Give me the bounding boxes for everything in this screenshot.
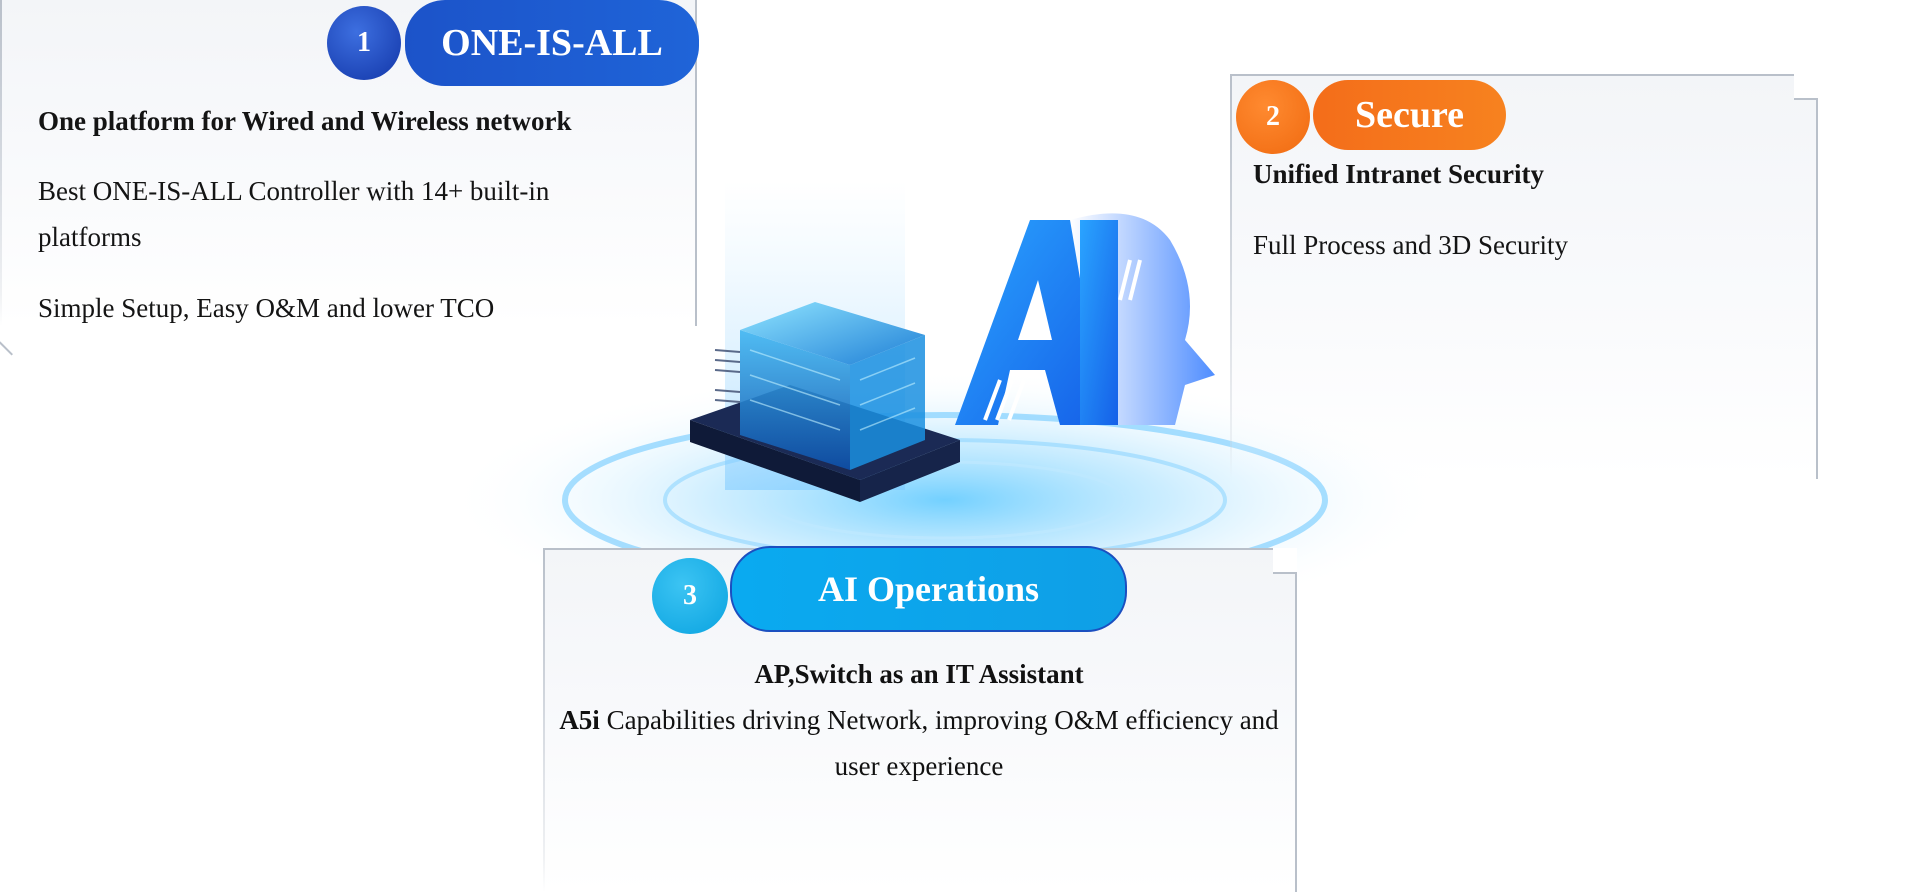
card-corner-decoration [0,323,29,356]
card-title-ai-operations: AI Operations [730,546,1127,632]
card-corner-cut [1794,74,1818,100]
network-controller-cube-icon [690,302,960,502]
card-line-a5i-rest: Capabilities driving Network, improving … [599,705,1279,781]
ai-head-logo-icon [955,213,1215,425]
card-line-setup: Simple Setup, Easy O&M and lower TCO [38,293,495,323]
card-line-controller: Best ONE-IS-ALL Controller with 14+ buil… [38,176,550,252]
step-number-badge-3: 3 [652,558,728,634]
step-number-badge-2: 2 [1236,80,1310,154]
card-line-a5i-prefix: A5i [559,705,600,735]
card-corner-cut [1273,548,1297,574]
step-number-badge-1: 1 [327,6,401,80]
card-line-a5i: A5i Capabilities driving Network, improv… [543,697,1295,789]
card-heading-secure: Unified Intranet Security [1253,159,1544,189]
card-title-secure: Secure [1313,80,1506,150]
card-line-security: Full Process and 3D Security [1253,230,1568,260]
card-heading-one-is-all: One platform for Wired and Wireless netw… [38,106,572,136]
card-heading-ai-operations: AP,Switch as an IT Assistant [754,659,1084,689]
card-title-one-is-all: ONE-IS-ALL [405,0,699,86]
card-body-ai-operations: AP,Switch as an IT Assistant A5i Capabil… [543,651,1295,789]
